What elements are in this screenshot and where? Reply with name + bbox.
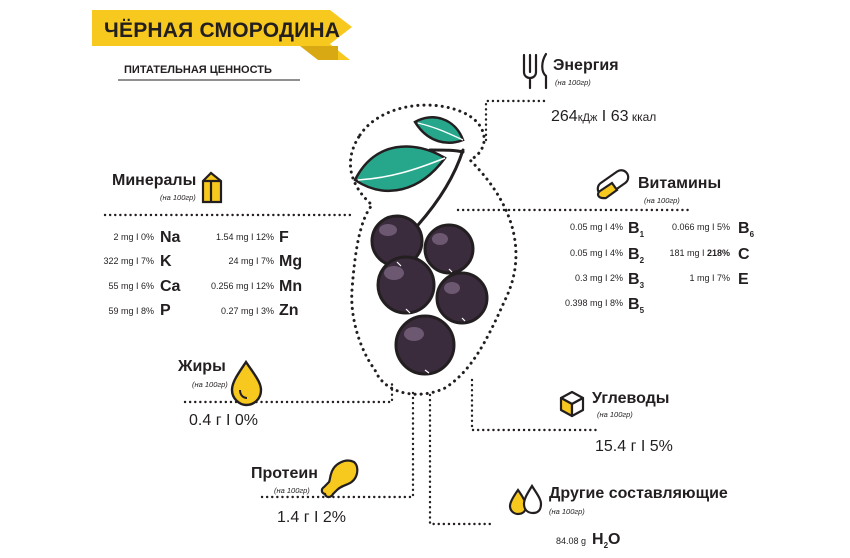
vitamins-per: (на 100гр) <box>644 196 680 205</box>
mineral-amount: 322 mg I 7% <box>103 256 154 266</box>
energy-title: Энергия <box>553 57 619 74</box>
mineral-symbol: K <box>160 253 172 270</box>
mineral-symbol: Ca <box>160 278 181 295</box>
title-banner <box>92 10 352 81</box>
vitamin-symbol: B2 <box>628 246 645 266</box>
mineral-amount: 1.54 mg I 12% <box>215 232 274 242</box>
mineral-symbol: Zn <box>279 302 299 319</box>
berry <box>376 255 436 315</box>
dotted-outline <box>349 103 518 396</box>
fats-value: 0.4 г I 0% <box>189 412 258 429</box>
carbs-per: (на 100гр) <box>597 410 633 419</box>
sugar-cube-icon <box>559 390 585 418</box>
fork-knife-icon <box>522 52 548 90</box>
vitamin-amount: 181 mg I 218% <box>669 248 730 258</box>
berry <box>423 223 475 275</box>
connector-lines <box>103 99 692 526</box>
vitamin-amount: 0.066 mg I 5% <box>671 222 730 232</box>
vitamin-symbol: B6 <box>738 220 755 240</box>
crystal-icon <box>201 171 223 204</box>
water-symbol: H2O <box>592 531 621 551</box>
minerals-per: (на 100гр) <box>160 193 196 202</box>
page-subtitle: ПИТАТЕЛЬНАЯ ЦЕННОСТЬ <box>124 64 272 76</box>
mineral-symbol: Mg <box>279 253 303 270</box>
vitamin-symbol: E <box>738 271 749 288</box>
other-per: (на 100гр) <box>549 507 585 516</box>
mineral-amount: 59 mg I 8% <box>108 306 154 316</box>
mineral-amount: 24 mg I 7% <box>228 256 274 266</box>
energy-per: (на 100гр) <box>555 78 591 87</box>
water-amount: 84.08 g <box>555 536 586 546</box>
mineral-amount: 0.256 mg I 12% <box>210 281 274 291</box>
vitamin-symbol: B5 <box>628 296 645 316</box>
minerals-title: Минералы <box>112 172 197 189</box>
fats-title: Жиры <box>178 358 226 375</box>
carbs-title: Углеводы <box>592 390 670 407</box>
drumstick-icon <box>320 459 359 499</box>
vitamin-amount: 0.398 mg I 8% <box>564 298 623 308</box>
mineral-amount: 55 mg I 6% <box>108 281 154 291</box>
vitamin-amount: 0.05 mg I 4% <box>569 248 623 258</box>
fats-per: (на 100гр) <box>192 380 228 389</box>
leaves <box>353 116 465 193</box>
vitamin-amount: 0.3 mg I 2% <box>574 273 623 283</box>
carbs-value: 15.4 г I 5% <box>595 438 673 455</box>
mineral-symbol: P <box>160 302 171 319</box>
water-drops-icon <box>508 483 543 516</box>
vitamins-title: Витамины <box>638 175 722 192</box>
energy-value: 264кДж I 63 ккал <box>551 108 657 125</box>
berry-cluster <box>370 214 489 376</box>
berry <box>394 314 456 376</box>
protein-value: 1.4 г I 2% <box>277 509 346 526</box>
capsule-icon <box>596 169 630 200</box>
vitamin-symbol: C <box>738 246 750 263</box>
oil-drop-icon <box>230 359 263 407</box>
mineral-symbol: Mn <box>279 278 303 295</box>
page-title: ЧЁРНАЯ СМОРОДИНА <box>104 19 341 42</box>
mineral-amount: 0.27 mg I 3% <box>220 306 274 316</box>
mineral-symbol: F <box>279 229 289 246</box>
berry-stems <box>416 148 465 227</box>
vitamin-symbol: B3 <box>628 271 645 291</box>
protein-per: (на 100гр) <box>274 486 310 495</box>
berry <box>435 271 489 325</box>
other-title: Другие составляющие <box>549 485 728 502</box>
protein-title: Протеин <box>251 465 318 482</box>
mineral-amount: 2 mg I 0% <box>113 232 154 242</box>
mineral-symbol: Na <box>160 229 181 246</box>
vitamin-symbol: B1 <box>628 220 645 240</box>
vitamin-amount: 1 mg I 7% <box>689 273 730 283</box>
large-leaf <box>353 145 447 193</box>
vitamin-amount: 0.05 mg I 4% <box>569 222 623 232</box>
